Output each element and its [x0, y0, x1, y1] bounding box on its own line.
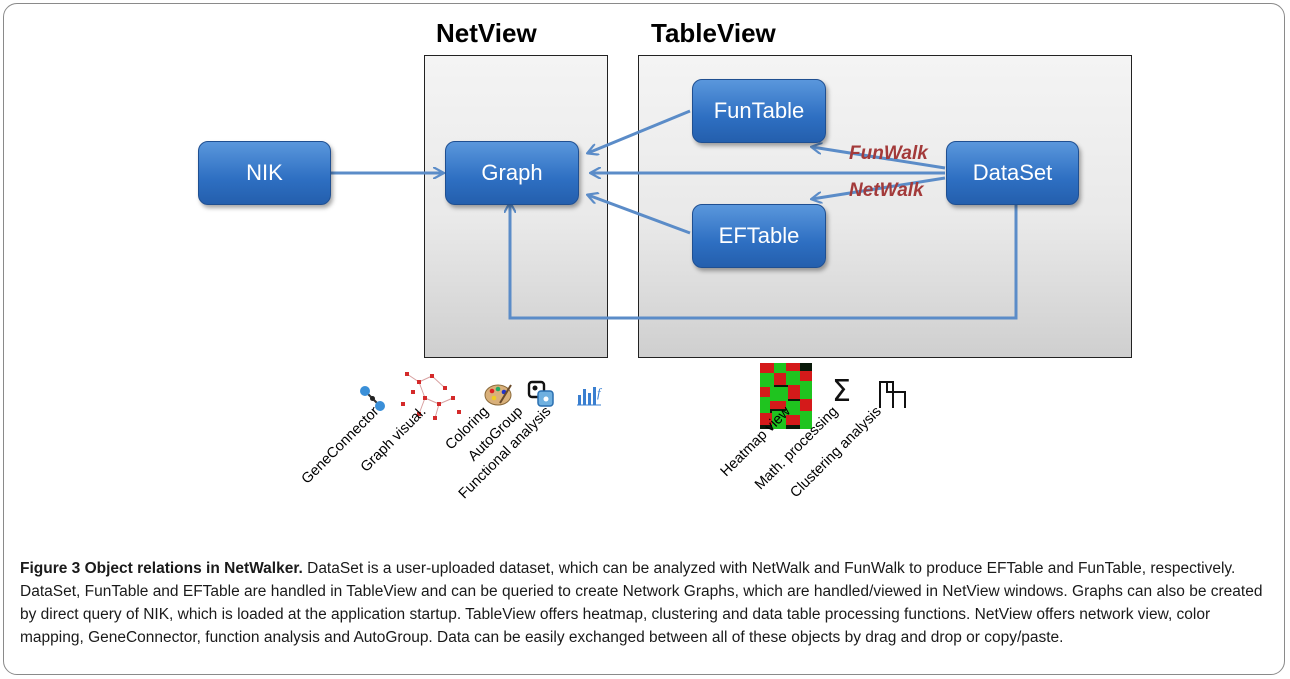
arrow-funwalk: [812, 147, 946, 170]
autogroup-icon: [527, 380, 554, 407]
caption-label: Figure 3 Object relations in NetWalker.: [20, 560, 303, 577]
netwalk-label: NetWalk: [849, 180, 924, 201]
arrow-funtable-graph: [588, 109, 691, 153]
node-dataset: DataSet: [946, 141, 1079, 205]
gene-connector-icon: [360, 386, 385, 411]
graph-visual-icon: [401, 372, 461, 420]
functional-analysis-icon: f: [577, 385, 603, 406]
sigma-icon: Σ: [832, 374, 851, 409]
node-graph: Graph: [445, 141, 579, 205]
heatmap-icon: [760, 363, 812, 429]
palette-icon: [484, 384, 512, 406]
tableview-title: TableView: [651, 18, 776, 48]
dendrogram-icon: [879, 381, 906, 408]
node-nik: NIK: [198, 141, 331, 205]
node-funtable: FunTable: [692, 79, 826, 143]
arrow-netwalk: [812, 176, 946, 199]
figure-frame: [3, 3, 1285, 675]
svg-text:f: f: [597, 385, 603, 400]
caption-text: DataSet is a user-uploaded dataset, whic…: [20, 560, 1263, 646]
figure-caption: Figure 3 Object relations in NetWalker. …: [20, 557, 1275, 649]
funwalk-label: FunWalk: [849, 143, 928, 164]
arrow-eftable-graph: [588, 195, 691, 235]
netview-title: NetView: [436, 18, 537, 48]
node-eftable: EFTable: [692, 204, 826, 268]
netview-panel: [424, 55, 608, 358]
arrow-dataset-loop: [510, 203, 1018, 320]
